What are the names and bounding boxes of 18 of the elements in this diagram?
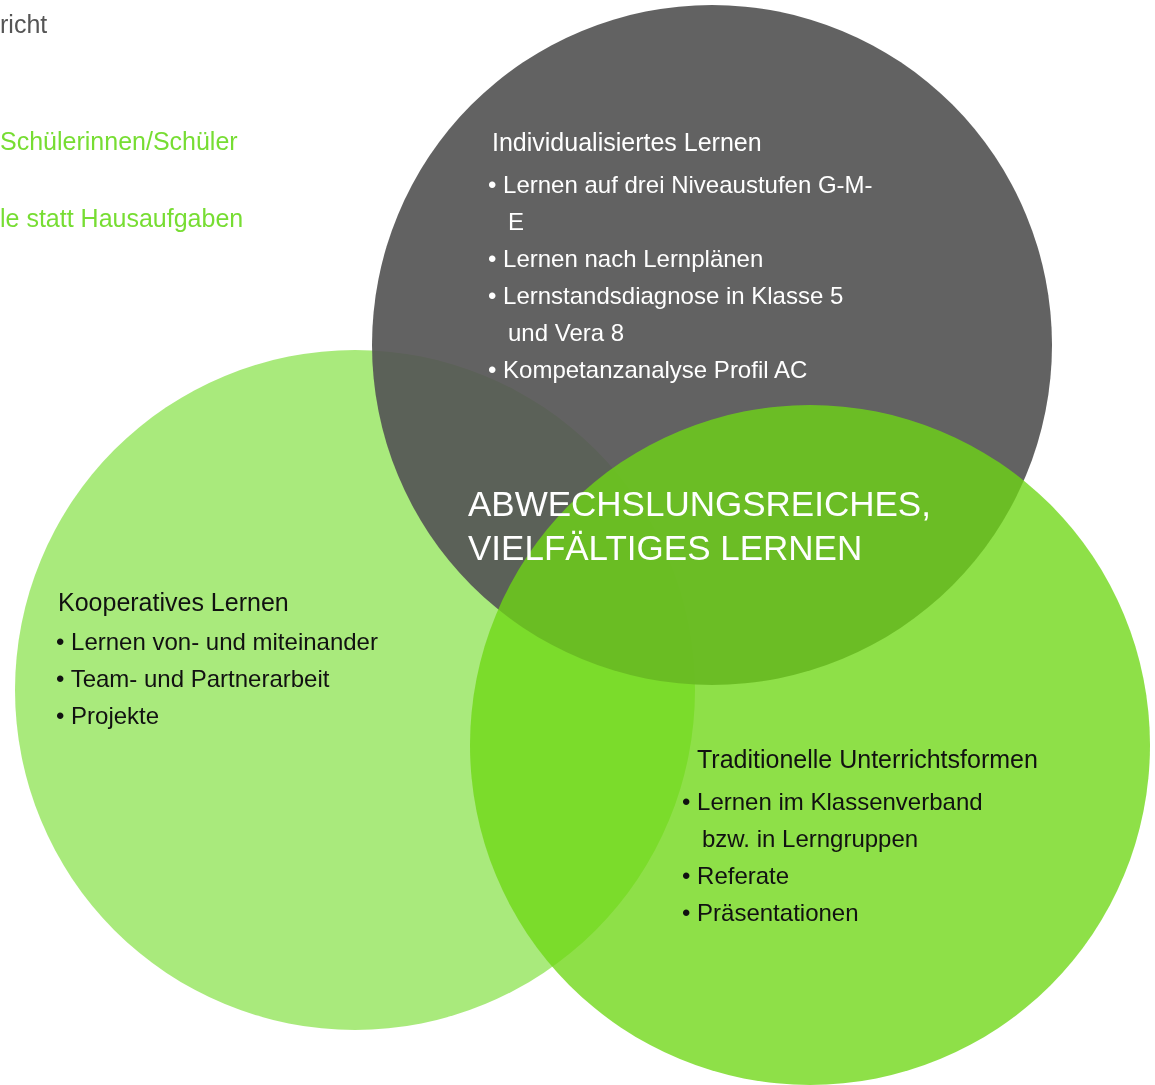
circle-heading: Traditionelle Unterrichtsformen (697, 745, 1038, 774)
bullet-item: • Lernen nach Lernplänen (488, 244, 765, 274)
bullet-item: • Lernstandsdiagnose in Klasse 5 und Vera 8 (488, 281, 845, 348)
circle-heading: Kooperatives Lernen (58, 588, 289, 617)
bullet-item: • Kompetanzanalyse Profil AC (488, 355, 809, 385)
centre-title: ABWECHSLUNGSREICHES, VIELFÄLTIGES LERNEN (468, 483, 932, 569)
bullet-item: • Lernen im Klassenverband bzw. in Lerngruppen (682, 787, 984, 854)
circle-heading: Individualisiertes Lernen (492, 128, 762, 157)
cut-off-text: richt (0, 10, 48, 39)
venn-circle (470, 405, 1150, 1085)
bullet-item: • Lernen auf drei Niveaustufen G-M-E (488, 170, 874, 237)
bullet-item: • Lernen von- und miteinander (56, 627, 379, 657)
bullet-item: • Referate (682, 861, 791, 891)
bullet-item: • Projekte (56, 701, 161, 731)
cut-off-text: le statt Hausaufgaben (0, 204, 244, 233)
bullet-item: • Team- und Partnerarbeit (56, 664, 331, 694)
cut-off-text: Schülerinnen/Schüler (0, 127, 238, 156)
bullet-item: • Präsentationen (682, 898, 860, 928)
